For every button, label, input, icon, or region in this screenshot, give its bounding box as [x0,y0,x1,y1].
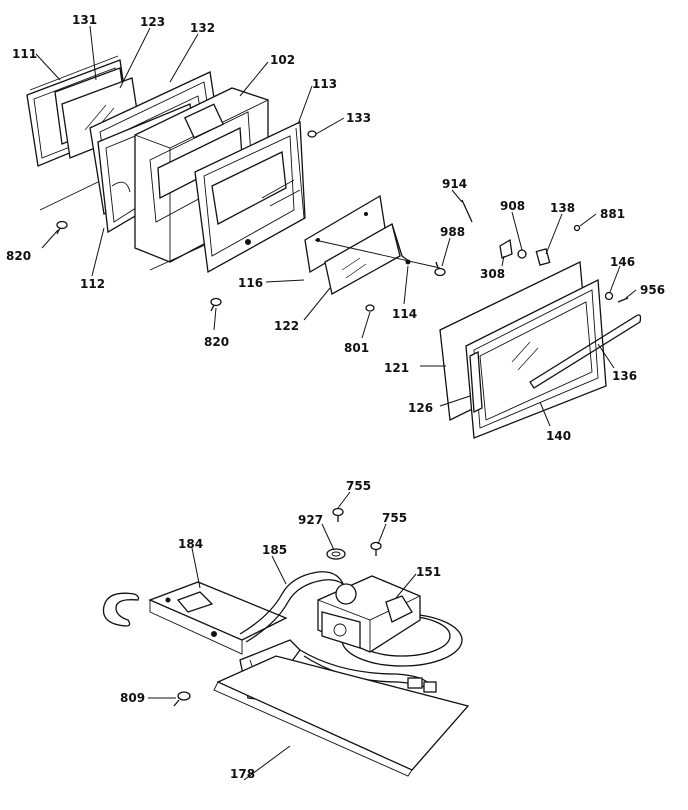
label-138: 138 [550,201,575,215]
label-151: 151 [416,565,441,579]
motor-wiring [299,649,437,693]
label-112: 112 [80,277,105,291]
leader-lines [35,25,637,781]
label-114: 114 [392,307,417,321]
label-122: 122 [274,319,299,333]
screw-820-upper [56,220,68,235]
label-185: 185 [262,543,287,557]
label-914: 914 [442,177,467,191]
label-126: 126 [408,401,433,415]
door-handle-136 [529,314,642,389]
screw-881 [573,224,581,232]
rotisserie-motor-151 [317,575,463,667]
label-956: 956 [640,283,665,297]
label-184: 184 [178,537,203,551]
grommet-927 [326,548,346,560]
label-146: 146 [610,255,635,269]
label-809: 809 [120,691,145,705]
label-111: 111 [12,47,37,61]
screw-809 [173,691,191,707]
label-113: 113 [312,77,337,91]
pin-914 [461,199,473,223]
label-755-left: 755 [346,479,371,493]
bracket-308 [499,238,513,259]
label-133: 133 [346,111,371,125]
label-927: 927 [298,513,323,527]
glass-126 [469,350,483,414]
label-881: 881 [600,207,625,221]
washer-908 [517,249,527,259]
label-131: 131 [72,13,97,27]
mounting-sheet-178 [213,655,470,777]
part-labels: 111 131 123 132 102 113 133 820 112 820 … [6,13,665,781]
spit-rod-185 [239,571,351,643]
glass-panel-122 [324,223,401,295]
label-308: 308 [480,267,505,281]
label-140: 140 [546,429,571,443]
nut-146 [604,291,614,301]
label-136: 136 [612,369,637,383]
label-755-right: 755 [382,511,407,525]
screw-133 [307,130,317,138]
screw-801 [365,304,375,312]
label-988: 988 [440,225,465,239]
label-820-lower: 820 [204,335,229,349]
clip-138 [535,248,551,266]
hook-bracket-184 [102,581,288,655]
screw-956 [617,297,629,303]
screw-755-right [370,541,382,556]
label-121: 121 [384,361,409,375]
label-102: 102 [270,53,295,67]
door-frame-113 [194,120,306,274]
label-801: 801 [344,341,369,355]
label-908: 908 [500,199,525,213]
label-820-upper: 820 [6,249,31,263]
label-132: 132 [190,21,215,35]
screw-820-lower [210,297,222,312]
label-116: 116 [238,276,263,290]
label-123: 123 [140,15,165,29]
label-178: 178 [230,767,255,781]
screw-988 [434,261,446,277]
screw-755-left [332,507,344,522]
